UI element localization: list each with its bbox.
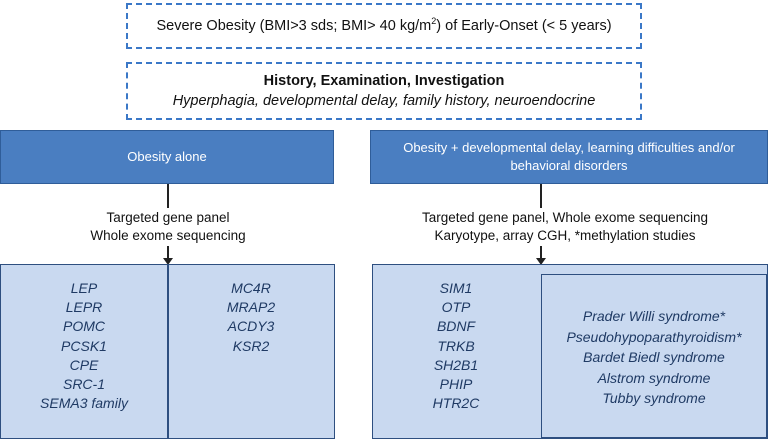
gene-item: BDNF — [436, 318, 476, 335]
gene-item: HTR2C — [432, 395, 480, 412]
left-connector-line-bottom — [167, 246, 169, 260]
gene-item: ACDY3 — [227, 318, 275, 335]
gene-list-column-2: MC4R MRAP2 ACDY3 KSR2 — [169, 279, 333, 356]
left-arrowhead — [163, 258, 173, 265]
gene-item: LEP — [70, 280, 98, 296]
syndrome-item: Alstrom syndrome — [597, 369, 711, 386]
obesity-alone-header: Obesity alone — [0, 130, 334, 184]
gene-item: POMC — [63, 318, 105, 335]
syndromic-obesity-label: Obesity + developmental delay, learning … — [403, 140, 735, 173]
left-connector-line-top — [167, 184, 169, 208]
gene-item: MRAP2 — [226, 299, 276, 316]
criteria-superscript: 2 — [431, 16, 437, 27]
criteria-text-main: Severe Obesity (BMI>3 sds; BMI> 40 kg/m — [156, 18, 432, 34]
gene-item: PHIP — [439, 376, 473, 393]
syndrome-item: Bardet Biedl syndrome — [583, 349, 725, 365]
syndrome-item: Pseudohypoparathyroidism* — [566, 328, 742, 345]
gene-item: LEPR — [65, 299, 103, 316]
right-connector-line-top — [540, 184, 542, 208]
criteria-text-end: ) of Early-Onset (< 5 years) — [436, 18, 612, 34]
assessment-subtitle: Hyperphagia, developmental delay, family… — [172, 93, 596, 109]
right-testing-line-2: Karyotype, array CGH, *methylation studi… — [434, 228, 696, 243]
inclusion-criteria-text: Severe Obesity (BMI>3 sds; BMI> 40 kg/m2… — [156, 16, 612, 34]
gene-item: SIM1 — [439, 280, 473, 296]
gene-item: SRC-1 — [62, 376, 105, 393]
syndrome-item: Tubby syndrome — [602, 390, 706, 406]
syndromic-gene-list: SIM1 OTP BDNF TRKB SH2B1 PHIP HTR2C — [373, 279, 539, 413]
gene-item: OTP — [441, 299, 471, 316]
right-testing-text: Targeted gene panel, Whole exome sequenc… — [400, 209, 730, 245]
right-arrowhead — [536, 258, 546, 265]
gene-item: PCSK1 — [61, 337, 107, 354]
gene-item: SEMA3 family — [40, 395, 128, 412]
syndromic-gene-box: SIM1 OTP BDNF TRKB SH2B1 PHIP HTR2C Prad… — [372, 264, 768, 439]
gene-item: CPE — [69, 356, 99, 373]
obesity-alone-gene-box: LEP LEPR POMC PCSK1 CPE SRC-1 SEMA3 fami… — [0, 264, 335, 439]
syndromes-box: Prader Willi syndrome* Pseudohypoparathy… — [541, 274, 767, 438]
gene-box-divider — [167, 265, 169, 438]
obesity-alone-label: Obesity alone — [127, 149, 207, 164]
gene-item: MC4R — [231, 280, 271, 296]
gene-item: KSR2 — [232, 337, 270, 354]
inclusion-criteria-box: Severe Obesity (BMI>3 sds; BMI> 40 kg/m2… — [126, 3, 642, 49]
right-connector-line-bottom — [540, 246, 542, 260]
syndrome-item: Prader Willi syndrome* — [582, 308, 726, 324]
syndrome-list: Prader Willi syndrome* Pseudohypoparathy… — [542, 306, 766, 409]
assessment-box: History, Examination, Investigation Hype… — [126, 62, 642, 120]
gene-item: TRKB — [437, 337, 475, 354]
syndromic-obesity-header: Obesity + developmental delay, learning … — [370, 130, 768, 184]
left-testing-line-1: Targeted gene panel — [106, 210, 230, 225]
gene-item: SH2B1 — [433, 356, 479, 373]
right-testing-line-1: Targeted gene panel, Whole exome sequenc… — [422, 210, 708, 225]
left-testing-line-2: Whole exome sequencing — [90, 228, 246, 243]
left-testing-text: Targeted gene panel Whole exome sequenci… — [68, 209, 268, 245]
assessment-title: History, Examination, Investigation — [263, 73, 505, 89]
gene-list-column-1: LEP LEPR POMC PCSK1 CPE SRC-1 SEMA3 fami… — [1, 279, 167, 413]
